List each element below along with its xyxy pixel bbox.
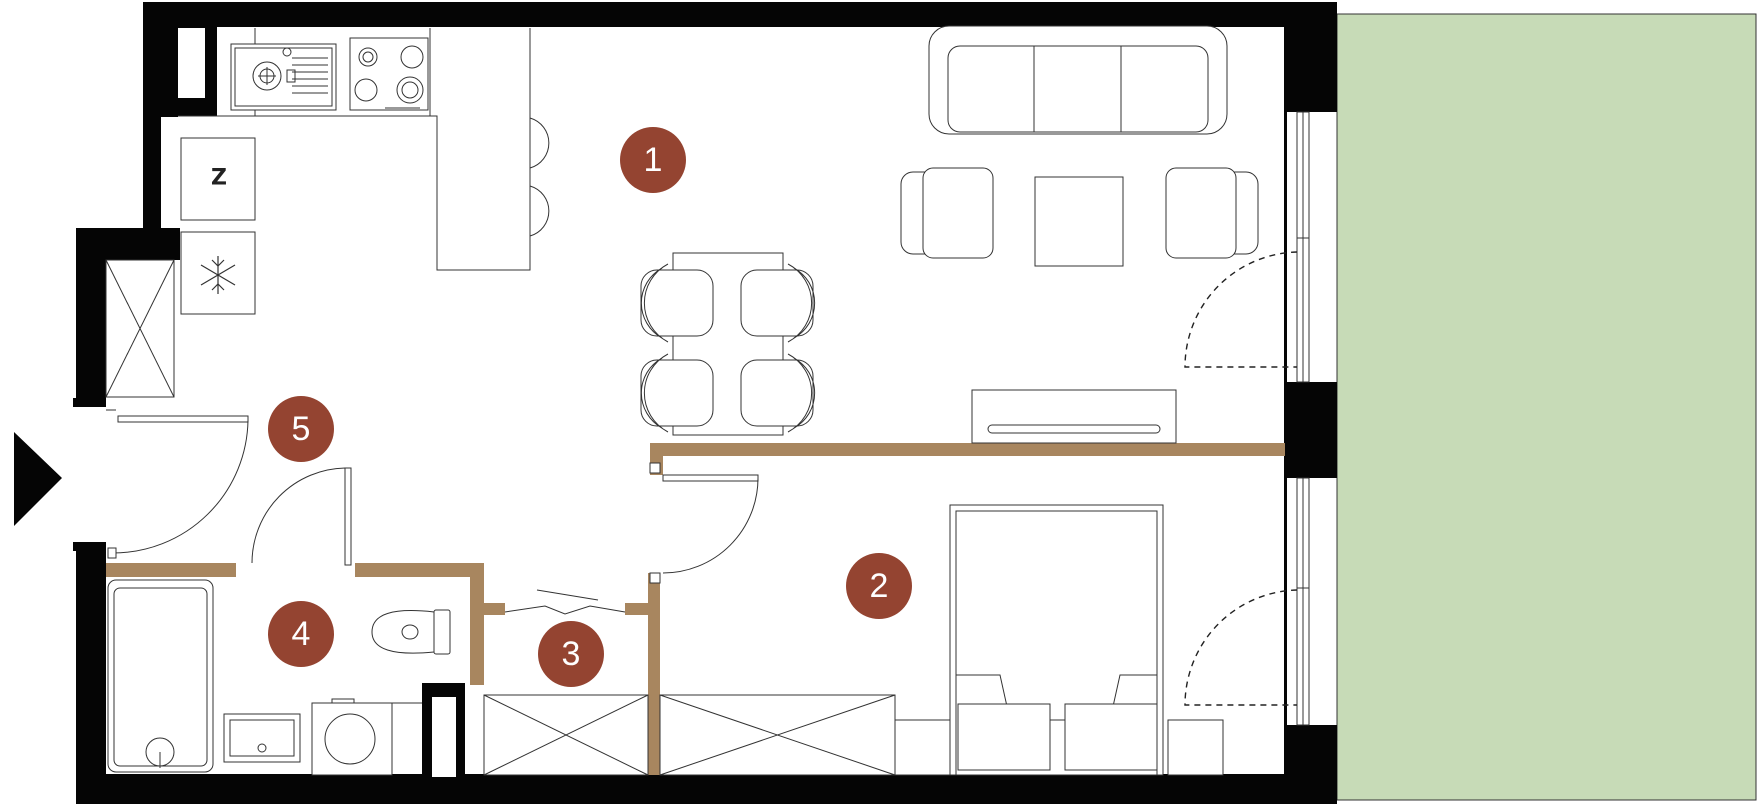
bedroom-furniture <box>659 504 1224 776</box>
entrance-arrow-icon <box>14 432 62 526</box>
room-badge-1[interactable]: 1 <box>620 127 686 193</box>
snowflake-icon <box>200 256 236 294</box>
doors <box>106 409 759 615</box>
outer-walls <box>73 2 1337 804</box>
windows <box>1184 111 1310 726</box>
fridge-label: Z <box>211 166 227 191</box>
partitions <box>106 443 1285 775</box>
room-badge-5[interactable]: 5 <box>268 396 334 462</box>
room-badge-4[interactable]: 4 <box>268 601 334 667</box>
room-label-3: 3 <box>562 635 581 673</box>
room-badge-3[interactable]: 3 <box>538 621 604 687</box>
bathroom-fixtures <box>107 579 451 776</box>
terrace-area <box>1336 13 1757 801</box>
room-badge-2[interactable]: 2 <box>846 553 912 619</box>
living-furniture <box>900 25 1259 444</box>
room-label-4: 4 <box>292 615 311 653</box>
dining-set <box>640 252 816 436</box>
closet-furniture <box>483 694 649 776</box>
room-label-2: 2 <box>870 567 889 605</box>
kitchen: Z <box>105 28 550 398</box>
room-label-5: 5 <box>292 410 311 448</box>
room-label-1: 1 <box>644 141 663 179</box>
